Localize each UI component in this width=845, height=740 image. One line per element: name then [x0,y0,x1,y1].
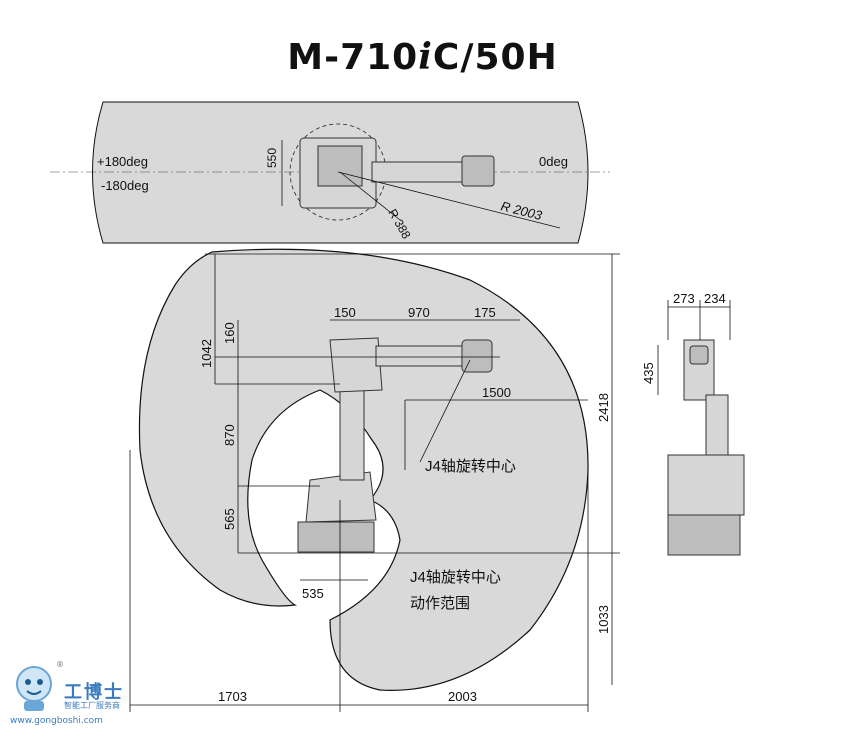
front-robot-body [667,454,745,516]
front-dim-273: 273 [673,291,695,306]
top-view: +180deg -180deg 0deg 550 R 2003 R 388 [50,101,610,244]
front-robot-base [667,514,741,556]
side-view: 150 970 175 160 1042 870 565 1500 535 24… [129,248,620,712]
side-robot-lower-arm [339,384,365,481]
side-dim-870: 870 [222,424,237,446]
side-label-j4-center: J4轴旋转中心 [425,458,516,475]
side-dim-2418: 2418 [596,393,611,422]
side-dim-535: 535 [302,586,324,601]
side-dim-565: 565 [222,508,237,530]
front-dim-234: 234 [704,291,726,306]
top-angle-zero-label: 0deg [539,154,568,169]
watermark-logo: ® 工博士 智能工厂服务商 www.gongboshi.com [8,660,148,730]
front-view: 273 234 435 [641,291,745,556]
top-dim-550: 550 [265,148,279,168]
side-dim-175: 175 [474,305,496,320]
top-view-robot-arm [371,161,471,183]
side-dim-160: 160 [222,322,237,344]
side-dim-1042: 1042 [199,339,214,368]
watermark-url: www.gongboshi.com [10,716,103,726]
side-label-j4-range-line1: J4轴旋转中心 [410,569,501,586]
side-dim-2003: 2003 [448,689,477,704]
mascot-icon [16,666,52,711]
diagram-title: M-710iC/50H [287,36,558,78]
side-dim-1703: 1703 [218,689,247,704]
front-dim-435: 435 [641,362,656,384]
side-robot-wrist [461,339,493,373]
top-angle-neg-label: -180deg [101,178,149,193]
side-dim-1500: 1500 [482,385,511,400]
side-dim-970: 970 [408,305,430,320]
watermark-registered: ® [56,660,64,669]
watermark-subtitle: 智能工厂服务商 [64,701,120,710]
side-dim-150: 150 [334,305,356,320]
side-label-j4-range-line2: 动作范围 [410,595,470,612]
side-robot-upper-arm [329,337,383,393]
side-robot-base [297,521,375,553]
watermark-brand: 工博士 [64,682,124,703]
top-angle-pos-label: +180deg [97,154,148,169]
side-dim-1033: 1033 [596,605,611,634]
front-robot-arm [705,394,729,456]
